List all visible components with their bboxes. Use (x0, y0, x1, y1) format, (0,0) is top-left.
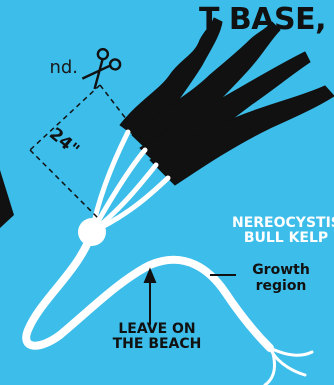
species-label: NEREOCYSTIS BULL KELP (232, 216, 334, 246)
growth-line-2: region (236, 278, 326, 294)
subtext: nd. (0, 57, 78, 78)
growth-region-label: Growth region (236, 262, 326, 294)
species-common: BULL KELP (232, 231, 334, 246)
growth-line-1: Growth (236, 262, 326, 278)
page-heading: T BASE, (0, 2, 326, 37)
measure-guides (30, 85, 150, 220)
leave-line-2: THE BEACH (102, 337, 212, 352)
arrow (145, 270, 155, 325)
cut-blades (120, 18, 334, 185)
leave-line-1: LEAVE ON (102, 322, 212, 337)
holdfast (265, 348, 312, 385)
clipped-shape (0, 170, 14, 228)
bulb (78, 218, 106, 246)
leave-on-beach-label: LEAVE ON THE BEACH (102, 322, 212, 352)
species-genus: NEREOCYSTIS (232, 216, 334, 231)
